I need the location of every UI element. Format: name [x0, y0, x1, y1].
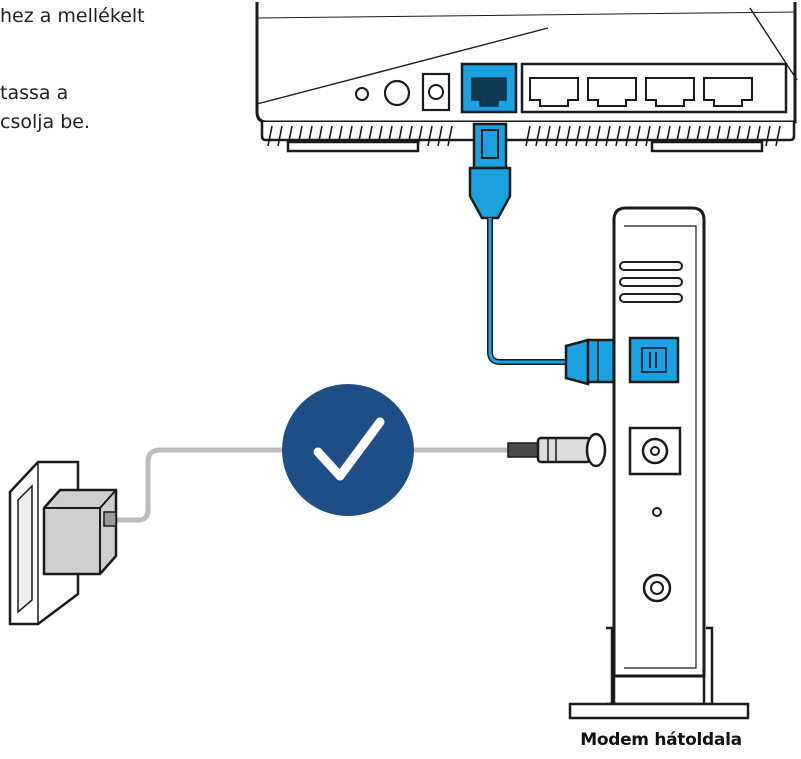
ethernet-cable: [468, 122, 628, 386]
modem-caption: Modem hátoldala: [580, 730, 742, 750]
modem: [568, 206, 750, 720]
instruction-line-3: csolja be.: [0, 111, 90, 133]
power-cable: [116, 432, 607, 523]
instruction-line-1: hez a mellékelt: [0, 5, 145, 27]
checkmark-icon: [282, 384, 414, 516]
power-adapter: [42, 488, 118, 576]
instruction-line-2: tassa a: [0, 82, 69, 104]
router: [255, 2, 798, 153]
